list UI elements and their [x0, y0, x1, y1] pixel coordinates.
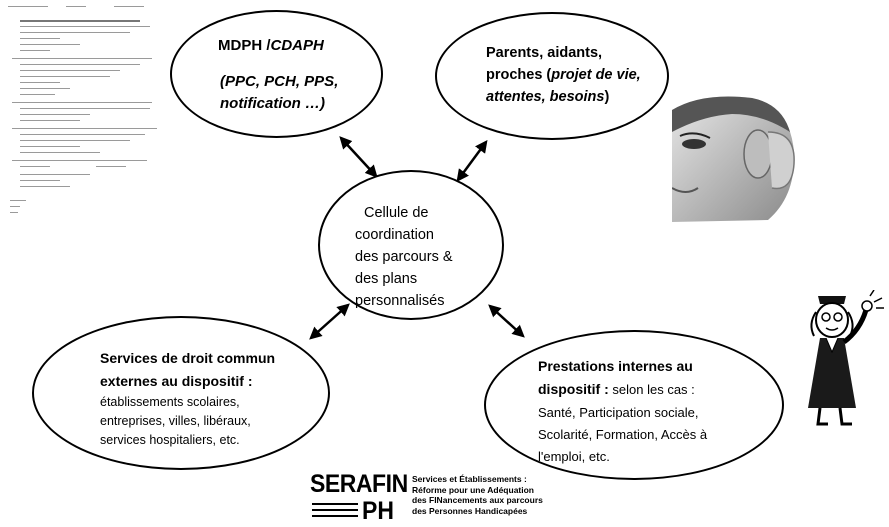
services-title2: externes au dispositif : [100, 373, 253, 389]
parents-line3: attentes, besoins) [486, 88, 609, 108]
arrow-prestations-center [488, 304, 525, 338]
center-line2: coordination [355, 227, 434, 243]
listening-woman-photo [671, 92, 796, 222]
logo-tagline-2: Réforme pour une Adéquation [412, 484, 534, 495]
logo-tagline-1: Services et Établissements : [412, 474, 527, 484]
parents-line1: Parents, aidants, [486, 45, 603, 61]
center-line1: Cellule de [364, 205, 429, 221]
mdph-ellipse [170, 10, 383, 138]
mdph-line3: notification …) [220, 95, 325, 112]
center-line5: personnalisés [355, 293, 445, 309]
arrow-parents-center [456, 139, 488, 183]
prestations-line3: l'emploi, etc. [538, 449, 610, 464]
prestations-line1: Santé, Participation sociale, [538, 405, 699, 420]
parents-line2-italic: projet de vie, [551, 67, 641, 83]
serafin-ph-logo: SERAFIN PH Services et Établissements : … [308, 470, 568, 526]
parents-line2: proches (projet de vie, [486, 66, 641, 86]
prestations-title2-bold: dispositif : [538, 381, 609, 397]
logo-word1: SERAFIN [310, 470, 408, 498]
prestations-line2: Scolarité, Formation, Accès à [538, 427, 708, 442]
judge-cartoon-icon [800, 289, 886, 430]
center-line3: des parcours & [355, 249, 453, 265]
logo-tagline-4: des Personnes Handicapées [412, 505, 528, 516]
arrow-mdph-center [339, 136, 378, 178]
mdph-line2: (PPC, PCH, PPS, [220, 73, 339, 90]
logo-tagline-3: des FINancements aux parcours [412, 495, 543, 505]
parents-line3-plain: ) [604, 89, 610, 105]
logo-word2: PH [362, 497, 394, 525]
parents-line3-italic: attentes, besoins [486, 89, 605, 105]
center-line4: des plans [355, 271, 418, 287]
mdph-title-italic: CDAPH [270, 37, 324, 54]
services-line3: services hospitaliers, etc. [100, 433, 240, 447]
mdph-label: MDPH /CDAPH [218, 36, 324, 56]
logo-lines [312, 503, 358, 517]
arrow-services-center [309, 303, 350, 340]
document-thumbnail-icon [6, 4, 166, 244]
services-line1: établissements scolaires, [100, 395, 240, 409]
logo-tagline: Services et Établissements : Réforme pou… [412, 474, 543, 516]
prestations-title2-plain: selon les cas : [608, 382, 695, 397]
parents-ellipse [435, 12, 669, 140]
center-ellipse [318, 170, 504, 320]
prestations-ellipse [484, 330, 784, 480]
mdph-title: MDPH / [218, 37, 271, 54]
services-line2: entreprises, villes, libéraux, [100, 414, 251, 428]
prestations-title1: Prestations internes au [538, 358, 693, 374]
parents-line2-plain: proches ( [486, 67, 552, 83]
services-ellipse [32, 316, 330, 470]
services-title1: Services de droit commun [100, 350, 276, 366]
prestations-title2: dispositif : selon les cas : [538, 380, 695, 399]
